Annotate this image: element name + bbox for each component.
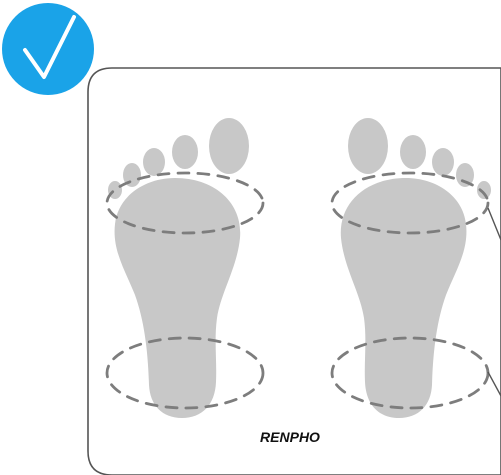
brand-label: RENPHO <box>260 429 320 445</box>
right-big-toe <box>348 118 388 174</box>
left-big-toe <box>209 118 249 174</box>
left-toe-3 <box>143 148 165 176</box>
right-toe-3 <box>432 148 454 176</box>
check-badge <box>2 3 94 95</box>
right-toe-2 <box>400 135 426 169</box>
check-badge-circle <box>2 3 94 95</box>
left-toe-2 <box>172 135 198 169</box>
